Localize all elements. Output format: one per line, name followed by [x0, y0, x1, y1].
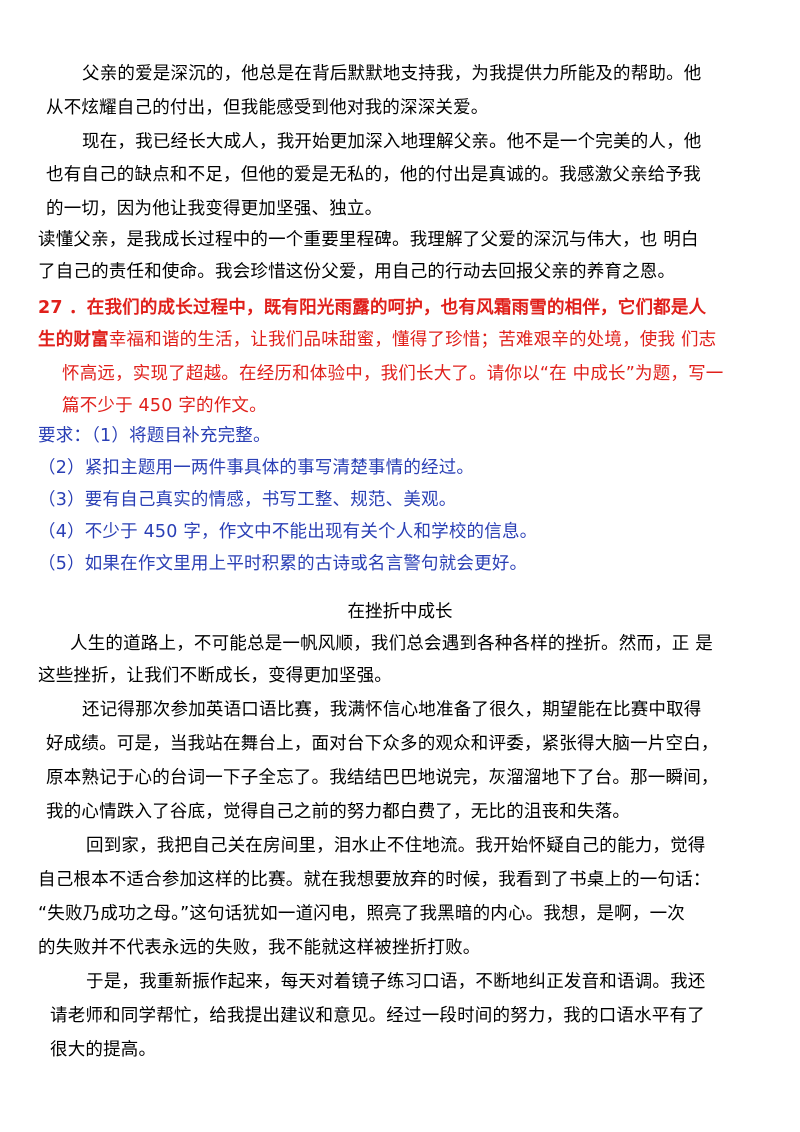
- upper-essay-line: 了自己的责任和使命。我会珍惜这份父爱，用自己的行动去回报父亲的养育之恩。: [38, 262, 676, 282]
- upper-essay-line: 父亲的爱是深沉的，他总是在背后默默地支持我，为我提供力所能及的帮助。他: [82, 64, 702, 84]
- requirement-item: （4）不少于 450 字，作文中不能出现有关个人和学校的信息。: [38, 522, 538, 542]
- essay-line: 自己根本不适合参加这样的比赛。就在我想要放弃的时候，我看到了书桌上的一句话：: [38, 870, 711, 890]
- essay-line: 于是，我重新振作起来，每天对着镜子练习口语，不断地纠正发音和语调。我还: [86, 972, 706, 992]
- essay-title: 在挫折中成长: [347, 602, 453, 622]
- essay-line: 很大的提高。: [50, 1040, 157, 1060]
- essay-line: 我的心情跌入了谷底，觉得自己之前的努力都白费了，无比的沮丧和失落。: [46, 802, 631, 822]
- essay-line: 这些挫折，让我们不断成长，变得更加坚强。: [38, 666, 392, 686]
- essay-line: 人生的道路上，不可能总是一帆风顺，我们总会遇到各种各样的挫折。然而，正 是: [70, 634, 713, 654]
- requirement-item: （5）如果在作文里用上平时积累的古诗或名言警句就会更好。: [38, 554, 528, 574]
- question-line: 生的财富幸福和谐的生活，让我们品味甜蜜，懂得了珍惜；苦难艰辛的处境，使我 们志: [38, 328, 716, 352]
- question-line: 怀高远，实现了超越。在经历和体验中，我们长大了。请你以“在 中成长”为题，写一: [62, 364, 724, 384]
- question-line: 篇不少于 450 字的作文。: [62, 396, 267, 416]
- question-bold-segment: 生的财富: [38, 330, 109, 350]
- question-segment: 幸福和谐的生活，让我们品味甜蜜，懂得了珍惜；苦难艰辛的处境，使我 们志: [108, 330, 717, 350]
- upper-essay-line: 读懂父亲，是我成长过程中的一个重要里程碑。我理解了父爱的深沉与伟大，也 明白: [38, 230, 699, 250]
- upper-essay-line: 也有自己的缺点和不足，但他的爱是无私的，他的付出是真诚的。我感激父亲给予我: [46, 165, 701, 185]
- upper-essay-line: 的一切，因为他让我变得更加坚强、独立。: [46, 199, 383, 219]
- requirement-item: （2）紧扣主题用一两件事具体的事写清楚事情的经过。: [38, 458, 475, 478]
- essay-line: 请老师和同学帮忙，给我提出建议和意见。经过一段时间的努力，我的口语水平有了: [50, 1006, 705, 1026]
- requirement-item: （3）要有自己真实的情感，书写工整、规范、美观。: [38, 490, 457, 510]
- essay-line: “失败乃成功之母。”这句话犹如一道闪电，照亮了我黑暗的内心。我想，是啊，一次: [38, 904, 685, 924]
- essay-line: 好成绩。可是，当我站在舞台上，面对台下众多的观众和评委，紧张得大脑一片空白，: [46, 734, 719, 754]
- essay-line: 的失败并不代表永远的失败，我不能就这样被挫折打败。: [38, 938, 481, 958]
- essay-line: 还记得那次参加英语口语比赛，我满怀信心地准备了很久，期望能在比赛中取得: [82, 700, 702, 720]
- upper-essay-line: 从不炫耀自己的付出，但我能感受到他对我的深深关爱。: [46, 98, 489, 118]
- essay-line: 回到家，我把自己关在房间里，泪水止不住地流。我开始怀疑自己的能力，觉得: [86, 836, 706, 856]
- essay-line: 原本熟记于心的台词一下子全忘了。我结结巴巴地说完，灰溜溜地下了台。那一瞬间，: [46, 768, 719, 788]
- upper-essay-line: 现在，我已经长大成人，我开始更加深入地理解父亲。他不是一个完美的人，他: [82, 132, 702, 152]
- requirement-item: 要求：（1）将题目补充完整。: [38, 426, 271, 446]
- question-line: 27 ．在我们的成长过程中，既有阳光雨露的呵护，也有风霜雨雪的相伴，它们都是人: [38, 298, 707, 318]
